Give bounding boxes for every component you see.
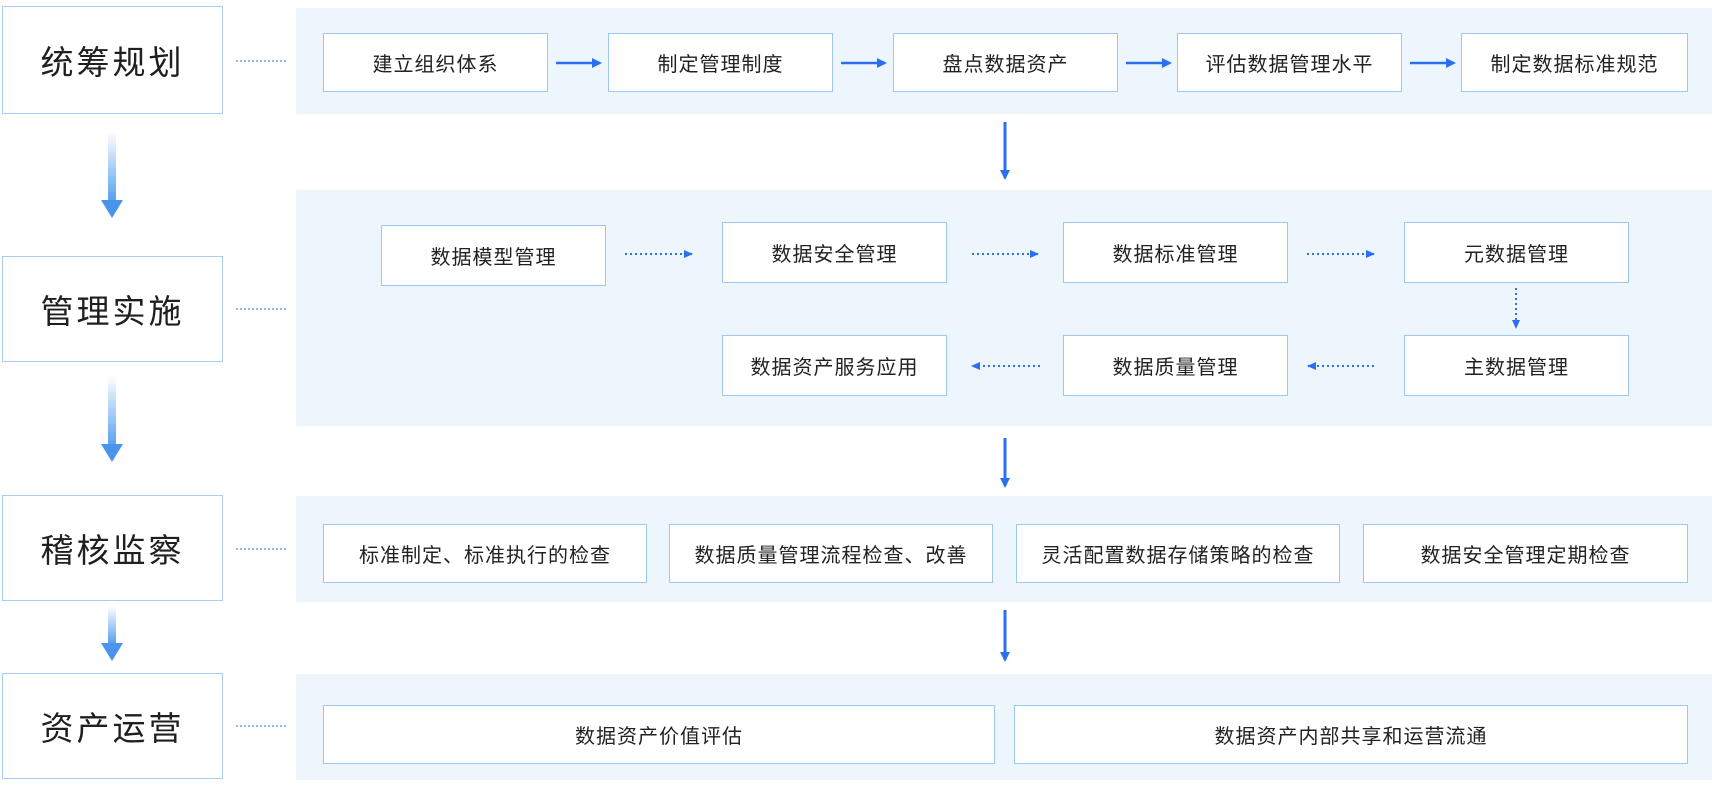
audit-item-1: 标准制定、标准执行的检查 (323, 524, 647, 583)
stage-planning-label: 统筹规划 (40, 43, 185, 82)
audit-item-4: 数据安全管理定期检查 (1363, 524, 1688, 583)
planning-step-2: 制定管理制度 (608, 33, 833, 92)
impl-data-quality: 数据质量管理 (1063, 335, 1288, 396)
audit-item-3: 灵活配置数据存储策略的检查 (1016, 524, 1340, 583)
planning-step-1: 建立组织体系 (323, 33, 548, 92)
connector-operation (236, 725, 286, 727)
stage-operation: 资产运营 (2, 673, 223, 779)
impl-asset-service: 数据资产服务应用 (722, 335, 947, 396)
planning-step-4: 评估数据管理水平 (1177, 33, 1402, 92)
operation-item-1: 数据资产价值评估 (323, 705, 995, 764)
connector-audit (236, 548, 286, 550)
audit-item-2: 数据质量管理流程检查、改善 (669, 524, 993, 583)
impl-metadata: 元数据管理 (1404, 222, 1629, 283)
stage-audit-label: 稽核监察 (40, 531, 185, 570)
connector-planning (236, 60, 286, 62)
impl-master-data: 主数据管理 (1404, 335, 1629, 396)
stage-implementation-label: 管理实施 (40, 292, 185, 331)
stage-implementation: 管理实施 (2, 256, 223, 362)
stage-flow-arrow-3 (101, 606, 123, 661)
stage-flow-arrow-2 (101, 376, 123, 462)
impl-data-standard: 数据标准管理 (1063, 222, 1288, 283)
stage-planning: 统筹规划 (2, 6, 223, 114)
stage-audit: 稽核监察 (2, 495, 223, 601)
stage-flow-arrow-1 (101, 132, 123, 218)
impl-data-security: 数据安全管理 (722, 222, 947, 283)
stage-operation-label: 资产运营 (40, 709, 185, 748)
impl-data-model: 数据模型管理 (381, 225, 606, 286)
planning-step-5: 制定数据标准规范 (1461, 33, 1688, 92)
connector-implementation (236, 308, 286, 310)
planning-step-3: 盘点数据资产 (893, 33, 1118, 92)
operation-item-2: 数据资产内部共享和运营流通 (1014, 705, 1688, 764)
